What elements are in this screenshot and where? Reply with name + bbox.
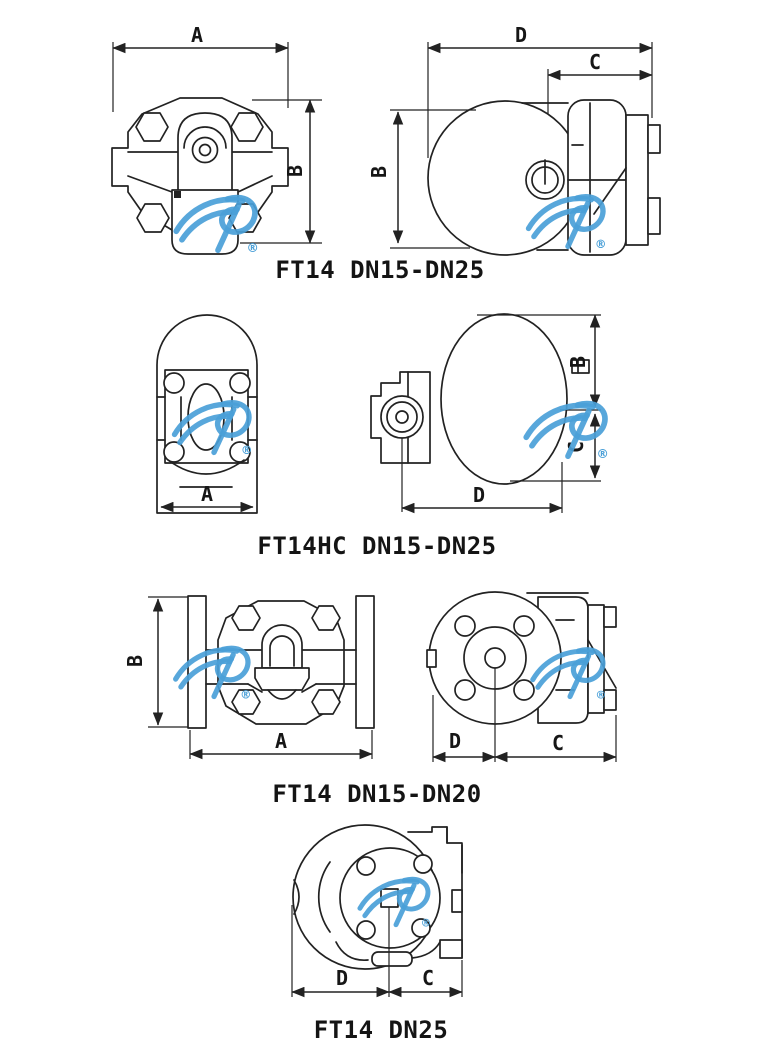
ft14-dn25-view-drawing: D C (291, 824, 463, 998)
dim-label-d: D (473, 483, 485, 507)
bolt-hole (230, 112, 264, 142)
figure-caption: FT14 DN15-DN25 (275, 256, 485, 284)
bolt-hole (231, 689, 261, 715)
ft14hc-front-view-drawing: A (156, 314, 258, 514)
pipe-flange (355, 595, 375, 729)
bolt-hole (454, 679, 476, 701)
dim-label-a: A (275, 729, 287, 753)
bolt-hole (513, 615, 535, 637)
figure-caption: FT14 DN25 (313, 1016, 449, 1044)
dim-label-d: D (336, 966, 348, 990)
ft14-side-view-drawing: D C B (367, 23, 661, 256)
bolt-hole (163, 372, 185, 394)
dim-label-b: B (123, 655, 147, 667)
bolt-hole (136, 203, 170, 233)
bolt-hole (356, 856, 376, 876)
dim-label-c: C (589, 50, 601, 74)
dim-label-d: D (449, 729, 461, 753)
dim-label-c: C (552, 731, 564, 755)
bolt-hole (311, 689, 341, 715)
bolt-hole (513, 679, 535, 701)
float-chamber (440, 313, 568, 485)
figure-caption: FT14HC DN15-DN25 (257, 532, 497, 560)
ft14-flanged-front-view-drawing: B A (123, 595, 375, 760)
ft14-flanged-side-view-drawing: D C (426, 591, 617, 763)
bolt-hole (413, 854, 433, 874)
dim-label-c: C (422, 966, 434, 990)
figure-caption: FT14 DN15-DN20 (272, 780, 482, 808)
dim-label-b: B (566, 356, 590, 368)
bolt-hole (229, 372, 251, 394)
bolt-hole (231, 605, 261, 631)
bolt-hole (163, 441, 185, 463)
ft14hc-side-view-drawing: B C D (370, 313, 613, 514)
dim-label-a: A (201, 482, 213, 506)
ft14-front-view-drawing: A B (111, 23, 322, 255)
dim-label-a: A (191, 23, 203, 47)
dim-label-b: B (283, 165, 307, 177)
bolt-hole (356, 920, 376, 940)
bolt-hole (454, 615, 476, 637)
bolt-hole (311, 605, 341, 631)
dim-label-d: D (515, 23, 527, 47)
bolt-hole (135, 112, 169, 142)
dim-label-b: B (367, 166, 391, 178)
